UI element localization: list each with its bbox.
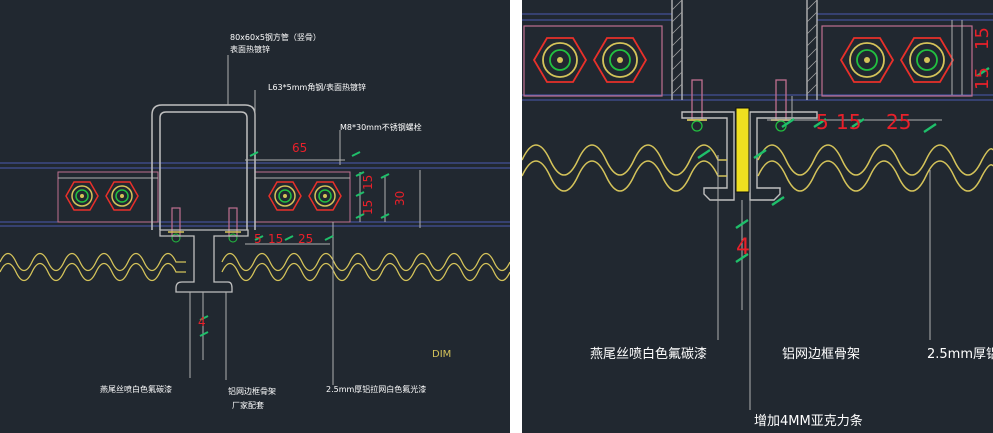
cad-canvas-right: 5 15 25 15 15 4 燕尾丝喷白色氟碳漆 铝网边框骨架 2.5mm厚铝…: [522, 0, 993, 429]
screws: [168, 207, 241, 243]
frame-label: 铝网边框骨架: [782, 347, 860, 362]
dim-15-bottom: 15: [361, 200, 375, 215]
dim-4: 4: [736, 235, 750, 260]
tube-finish-label: 表面热镀锌: [230, 44, 270, 54]
dim-25: 25: [886, 110, 911, 134]
steel-tube: [671, 0, 818, 100]
dimension-ticks: [199, 151, 390, 337]
acrylic-strip: [735, 107, 750, 193]
detail-drawing-left: 80x60x5钢方管（竖骨） 表面热镀锌 L63*5mm角钢/表面热镀锌 M8*…: [0, 0, 510, 433]
plate-outline: [523, 25, 973, 97]
tube-hatch: [671, 0, 818, 95]
frame-profile: [681, 111, 818, 201]
steel-tube: [151, 104, 256, 230]
panel-label: 2.5mm厚铝拉网白色氟光漆: [326, 384, 426, 394]
dim-65: 65: [292, 141, 307, 155]
dim-4: 4: [198, 315, 206, 329]
dim-15: 15: [268, 232, 283, 246]
dimension-lines: [245, 159, 386, 245]
plate-outline: [57, 171, 351, 223]
dim-30: 30: [393, 191, 407, 206]
angle-label: L63*5mm角钢/表面热镀锌: [268, 82, 366, 92]
bolt-group-left: [65, 181, 342, 211]
strip-label: 增加4MM亚克力条: [754, 413, 863, 429]
leader-lines: [717, 20, 963, 410]
guide-lines: [522, 13, 993, 101]
frame-note-label: 厂家配套: [232, 400, 264, 410]
panel-label: 2.5mm厚铝拉: [927, 347, 993, 362]
dim-15-vertical: 15: [972, 27, 993, 50]
dim-25: 25: [298, 232, 313, 246]
aluminum-mesh-profile: [0, 252, 510, 282]
aluminum-mesh-profile: [522, 144, 993, 192]
detail-drawing-right: 5 15 25 15 15 4 燕尾丝喷白色氟碳漆 铝网边框骨架 2.5mm厚铝…: [522, 0, 993, 433]
paint-label: 燕尾丝喷白色氟碳漆: [590, 346, 707, 362]
frame-label: 铝网边框骨架: [228, 386, 276, 396]
dim-15-vertical-lower: 15: [972, 67, 993, 90]
dim-5: 5: [816, 110, 829, 134]
frame-profile: [159, 229, 249, 293]
dim-15: 15: [836, 110, 861, 134]
leader-lines: [189, 55, 421, 385]
dim-5: 5: [254, 232, 262, 246]
bolt-group-right: [532, 37, 955, 83]
dimension-ticks: [697, 67, 990, 263]
bolt-label: M8*30mm不锈钢螺栓: [340, 122, 422, 132]
dim-15-top: 15: [361, 175, 375, 190]
tube-label: 80x60x5钢方管（竖骨）: [230, 32, 321, 42]
cad-canvas-left: 80x60x5钢方管（竖骨） 表面热镀锌 L63*5mm角钢/表面热镀锌 M8*…: [0, 32, 510, 410]
dim-layer-label: DIM: [432, 349, 451, 360]
paint-label: 燕尾丝喷白色氟碳漆: [100, 384, 172, 394]
